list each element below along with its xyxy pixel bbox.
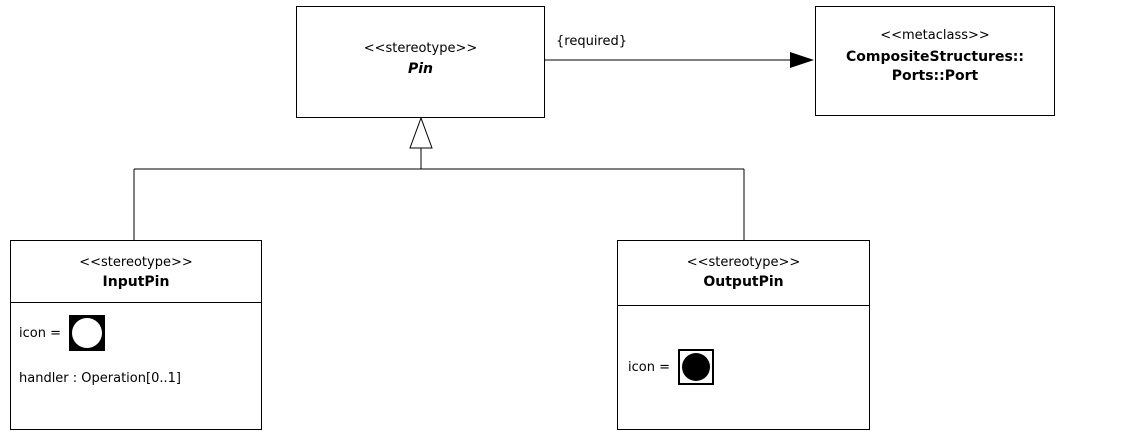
pin-stereotype-keyword: <<stereotype>> bbox=[363, 41, 478, 56]
inputpin-attributes-compartment: icon = handler : Operation[0..1] bbox=[11, 302, 261, 431]
metaclass-keyword: <<metaclass>> bbox=[880, 28, 990, 43]
pin-stereotype-box[interactable]: <<stereotype>> Pin bbox=[296, 6, 545, 118]
metaclass-name-line2: Ports::Port bbox=[891, 68, 979, 84]
outputpin-stereotype-box[interactable]: <<stereotype>> OutputPin icon = bbox=[617, 240, 870, 430]
outputpin-icon-attribute: icon = bbox=[628, 349, 714, 385]
black-circle-shape bbox=[681, 353, 710, 381]
inputpin-icon-label: icon = bbox=[19, 325, 61, 341]
inputpin-icon-attribute: icon = bbox=[19, 315, 105, 351]
outputpin-attributes-compartment: icon = bbox=[618, 305, 869, 431]
inputpin-stereotype-keyword: <<stereotype>> bbox=[79, 255, 193, 270]
black-circle-icon bbox=[677, 349, 714, 385]
outputpin-icon-label: icon = bbox=[628, 359, 670, 375]
outputpin-name: OutputPin bbox=[703, 274, 784, 290]
white-circle-shape bbox=[71, 318, 102, 348]
inputpin-handler-attribute: handler : Operation[0..1] bbox=[19, 371, 181, 386]
generalization-arrowhead bbox=[409, 116, 433, 149]
connector-lines bbox=[133, 52, 814, 240]
pin-name: Pin bbox=[407, 61, 434, 77]
association-constraint: {required} bbox=[556, 34, 628, 49]
metaclass-box[interactable]: <<metaclass>> CompositeStructures:: Port… bbox=[815, 6, 1055, 116]
metaclass-name-line1: CompositeStructures:: bbox=[846, 49, 1024, 65]
inputpin-stereotype-box[interactable]: <<stereotype>> InputPin icon = handler :… bbox=[10, 240, 262, 430]
inputpin-name: InputPin bbox=[102, 274, 170, 290]
white-circle-icon bbox=[68, 315, 105, 351]
association-arrowhead bbox=[790, 52, 814, 68]
outputpin-stereotype-keyword: <<stereotype>> bbox=[686, 255, 801, 270]
